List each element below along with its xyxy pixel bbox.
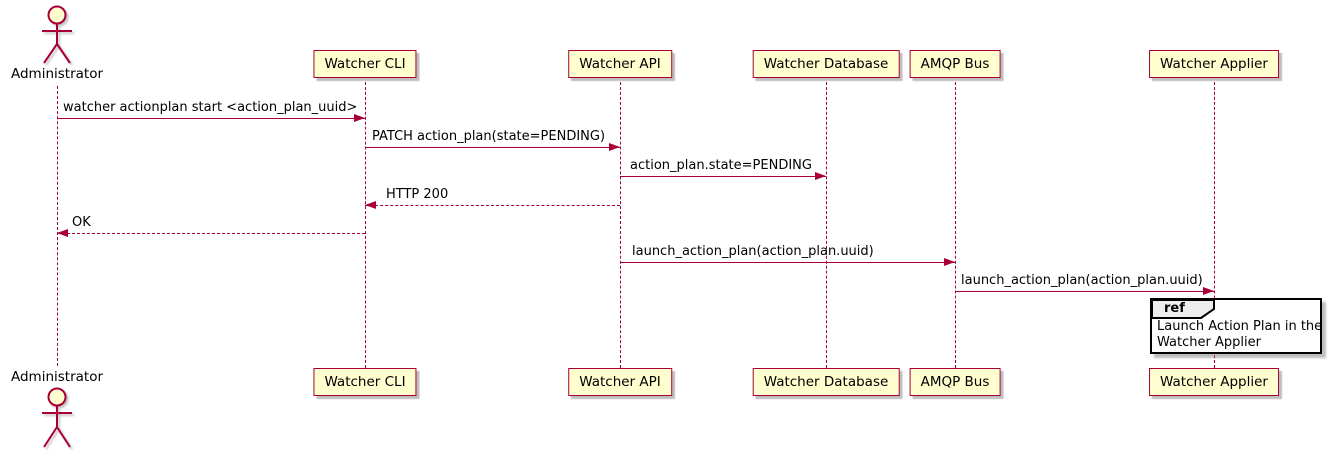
message-line — [57, 118, 365, 119]
message-label: OK — [72, 215, 91, 230]
ref-fragment: ref Launch Action Plan in the Watcher Ap… — [1150, 298, 1322, 354]
ref-keyword: ref — [1164, 301, 1185, 316]
message-label: action_plan.state=PENDING — [630, 158, 812, 173]
participant-watcher-applier-bottom: Watcher Applier — [1149, 368, 1279, 396]
message-label: PATCH action_plan(state=PENDING) — [372, 129, 606, 144]
participant-watcher-cli-bottom: Watcher CLI — [313, 368, 417, 396]
arrowhead-icon — [815, 172, 826, 180]
actor-name-bottom: Administrator — [10, 369, 104, 385]
actor-icon — [42, 5, 72, 64]
arrowhead-icon — [609, 143, 620, 151]
message-line — [365, 147, 620, 148]
participant-watcher-api-bottom: Watcher API — [568, 368, 672, 396]
arrowhead-icon — [365, 201, 376, 209]
message-line — [57, 233, 365, 234]
lifeline-administrator — [57, 86, 58, 366]
message-line — [620, 176, 826, 177]
message-label: HTTP 200 — [386, 187, 449, 202]
arrowhead-icon — [57, 229, 68, 237]
message-line — [955, 291, 1214, 292]
actor-name-top: Administrator — [10, 66, 104, 82]
participant-watcher-api-top: Watcher API — [568, 50, 672, 78]
lifeline-watcher-applier — [1214, 82, 1215, 368]
ref-text-line2: Watcher Applier — [1157, 335, 1261, 350]
message-label: launch_action_plan(action_plan.uuid) — [632, 244, 874, 259]
arrowhead-icon — [944, 258, 955, 266]
arrowhead-icon — [354, 114, 365, 122]
ref-text-line1: Launch Action Plan in the — [1157, 319, 1323, 334]
actor-icon — [42, 387, 72, 448]
participant-amqp-bus-top: AMQP Bus — [909, 50, 1001, 78]
lifeline-watcher-database — [826, 82, 827, 368]
participant-watcher-database-top: Watcher Database — [752, 50, 900, 78]
participant-watcher-applier-top: Watcher Applier — [1149, 50, 1279, 78]
ref-tab-icon — [1151, 299, 1215, 319]
lifeline-amqp-bus — [955, 82, 956, 368]
message-line — [365, 205, 620, 206]
message-label: launch_action_plan(action_plan.uuid) — [961, 273, 1203, 288]
message-line — [620, 262, 955, 263]
lifeline-watcher-cli — [365, 82, 366, 368]
arrowhead-icon — [1203, 287, 1214, 295]
participant-watcher-database-bottom: Watcher Database — [752, 368, 900, 396]
lifeline-watcher-api — [620, 82, 621, 368]
message-label: watcher actionplan start <action_plan_uu… — [63, 100, 358, 115]
participant-amqp-bus-bottom: AMQP Bus — [909, 368, 1001, 396]
participant-watcher-cli-top: Watcher CLI — [313, 50, 417, 78]
ref-text: Launch Action Plan in the Watcher Applie… — [1157, 319, 1322, 351]
